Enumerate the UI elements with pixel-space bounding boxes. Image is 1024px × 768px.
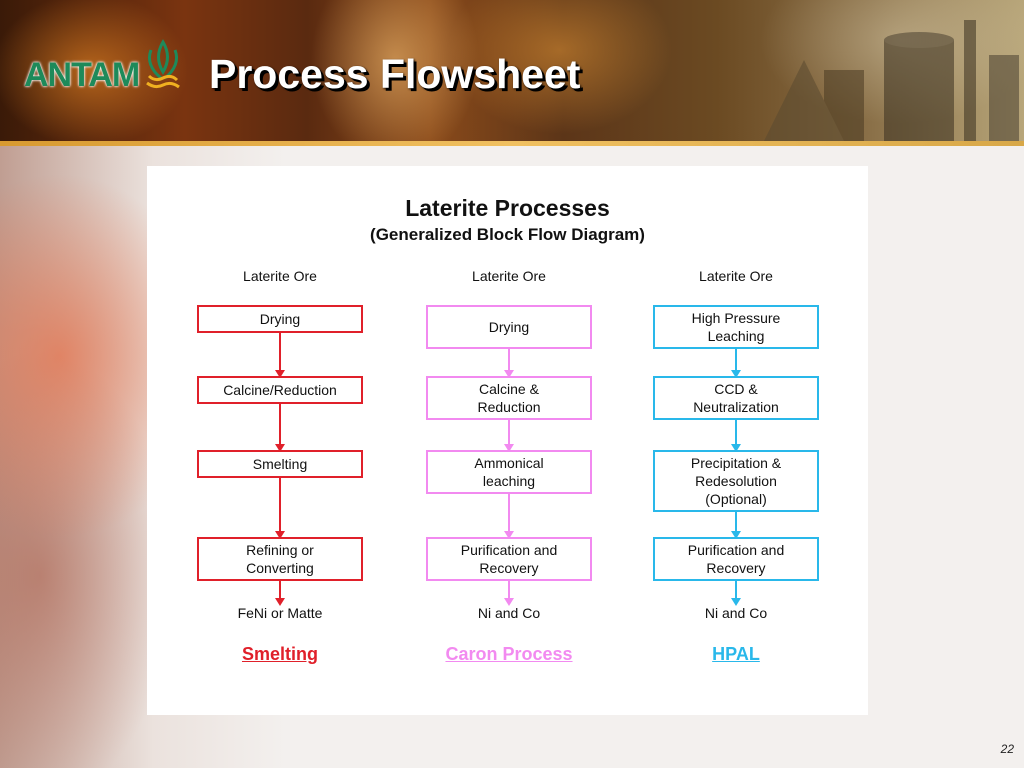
process-step-box: Calcine/Reduction [197,376,363,404]
input-label: Laterite Ore [243,268,317,284]
banner-divider [0,141,1024,146]
page-number: 22 [1000,742,1014,756]
page-title: Process Flowsheet [209,51,581,97]
process-name: Smelting [241,644,318,664]
logo-text: ANTAM [24,56,140,94]
flow-arrow [275,404,285,452]
process-step-box: Refining or Converting [197,537,363,581]
process-step-box: Drying [197,305,363,333]
flow-arrow [731,581,741,606]
process-step-box: Smelting [197,450,363,478]
diagram-subtitle: (Generalized Block Flow Diagram) [370,225,645,244]
flow-arrow [275,581,285,606]
header-banner: ANTAM Process Flowsheet [0,0,1024,145]
antam-logo: ANTAM [24,38,185,92]
process-step-box: Purification and Recovery [653,537,819,581]
flow-arrow [275,333,285,378]
process-step-box: Purification and Recovery [426,537,592,581]
output-label: Ni and Co [704,605,768,621]
flow-arrow [504,349,514,378]
input-label: Laterite Ore [472,268,546,284]
process-step-box: CCD & Neutralization [653,376,819,420]
flow-arrow [275,478,285,539]
process-step-box: Ammonical leaching [426,450,592,494]
flow-arrow [731,420,741,452]
diagram-title: Laterite Processes [405,195,610,221]
process-step-box: Precipitation & Redesolution (Optional) [653,450,819,512]
flow-arrow [504,494,514,539]
process-step-box: High Pressure Leaching [653,305,819,349]
output-label: Ni and Co [477,605,541,621]
flow-arrow [731,349,741,378]
flow-arrow [731,512,741,539]
factory-silhouette [764,20,1019,141]
process-step-box: Calcine & Reduction [426,376,592,420]
flow-diagram-panel: Laterite Processes (Generalized Block Fl… [147,166,868,715]
process-step-box: Drying [426,305,592,349]
output-label: FeNi or Matte [237,605,323,621]
process-name: HPAL [712,644,760,664]
logo-emblem-icon [146,39,181,89]
process-name: Caron Process [445,644,573,664]
flow-arrow [504,420,514,452]
input-label: Laterite Ore [699,268,773,284]
flow-arrow [504,581,514,606]
